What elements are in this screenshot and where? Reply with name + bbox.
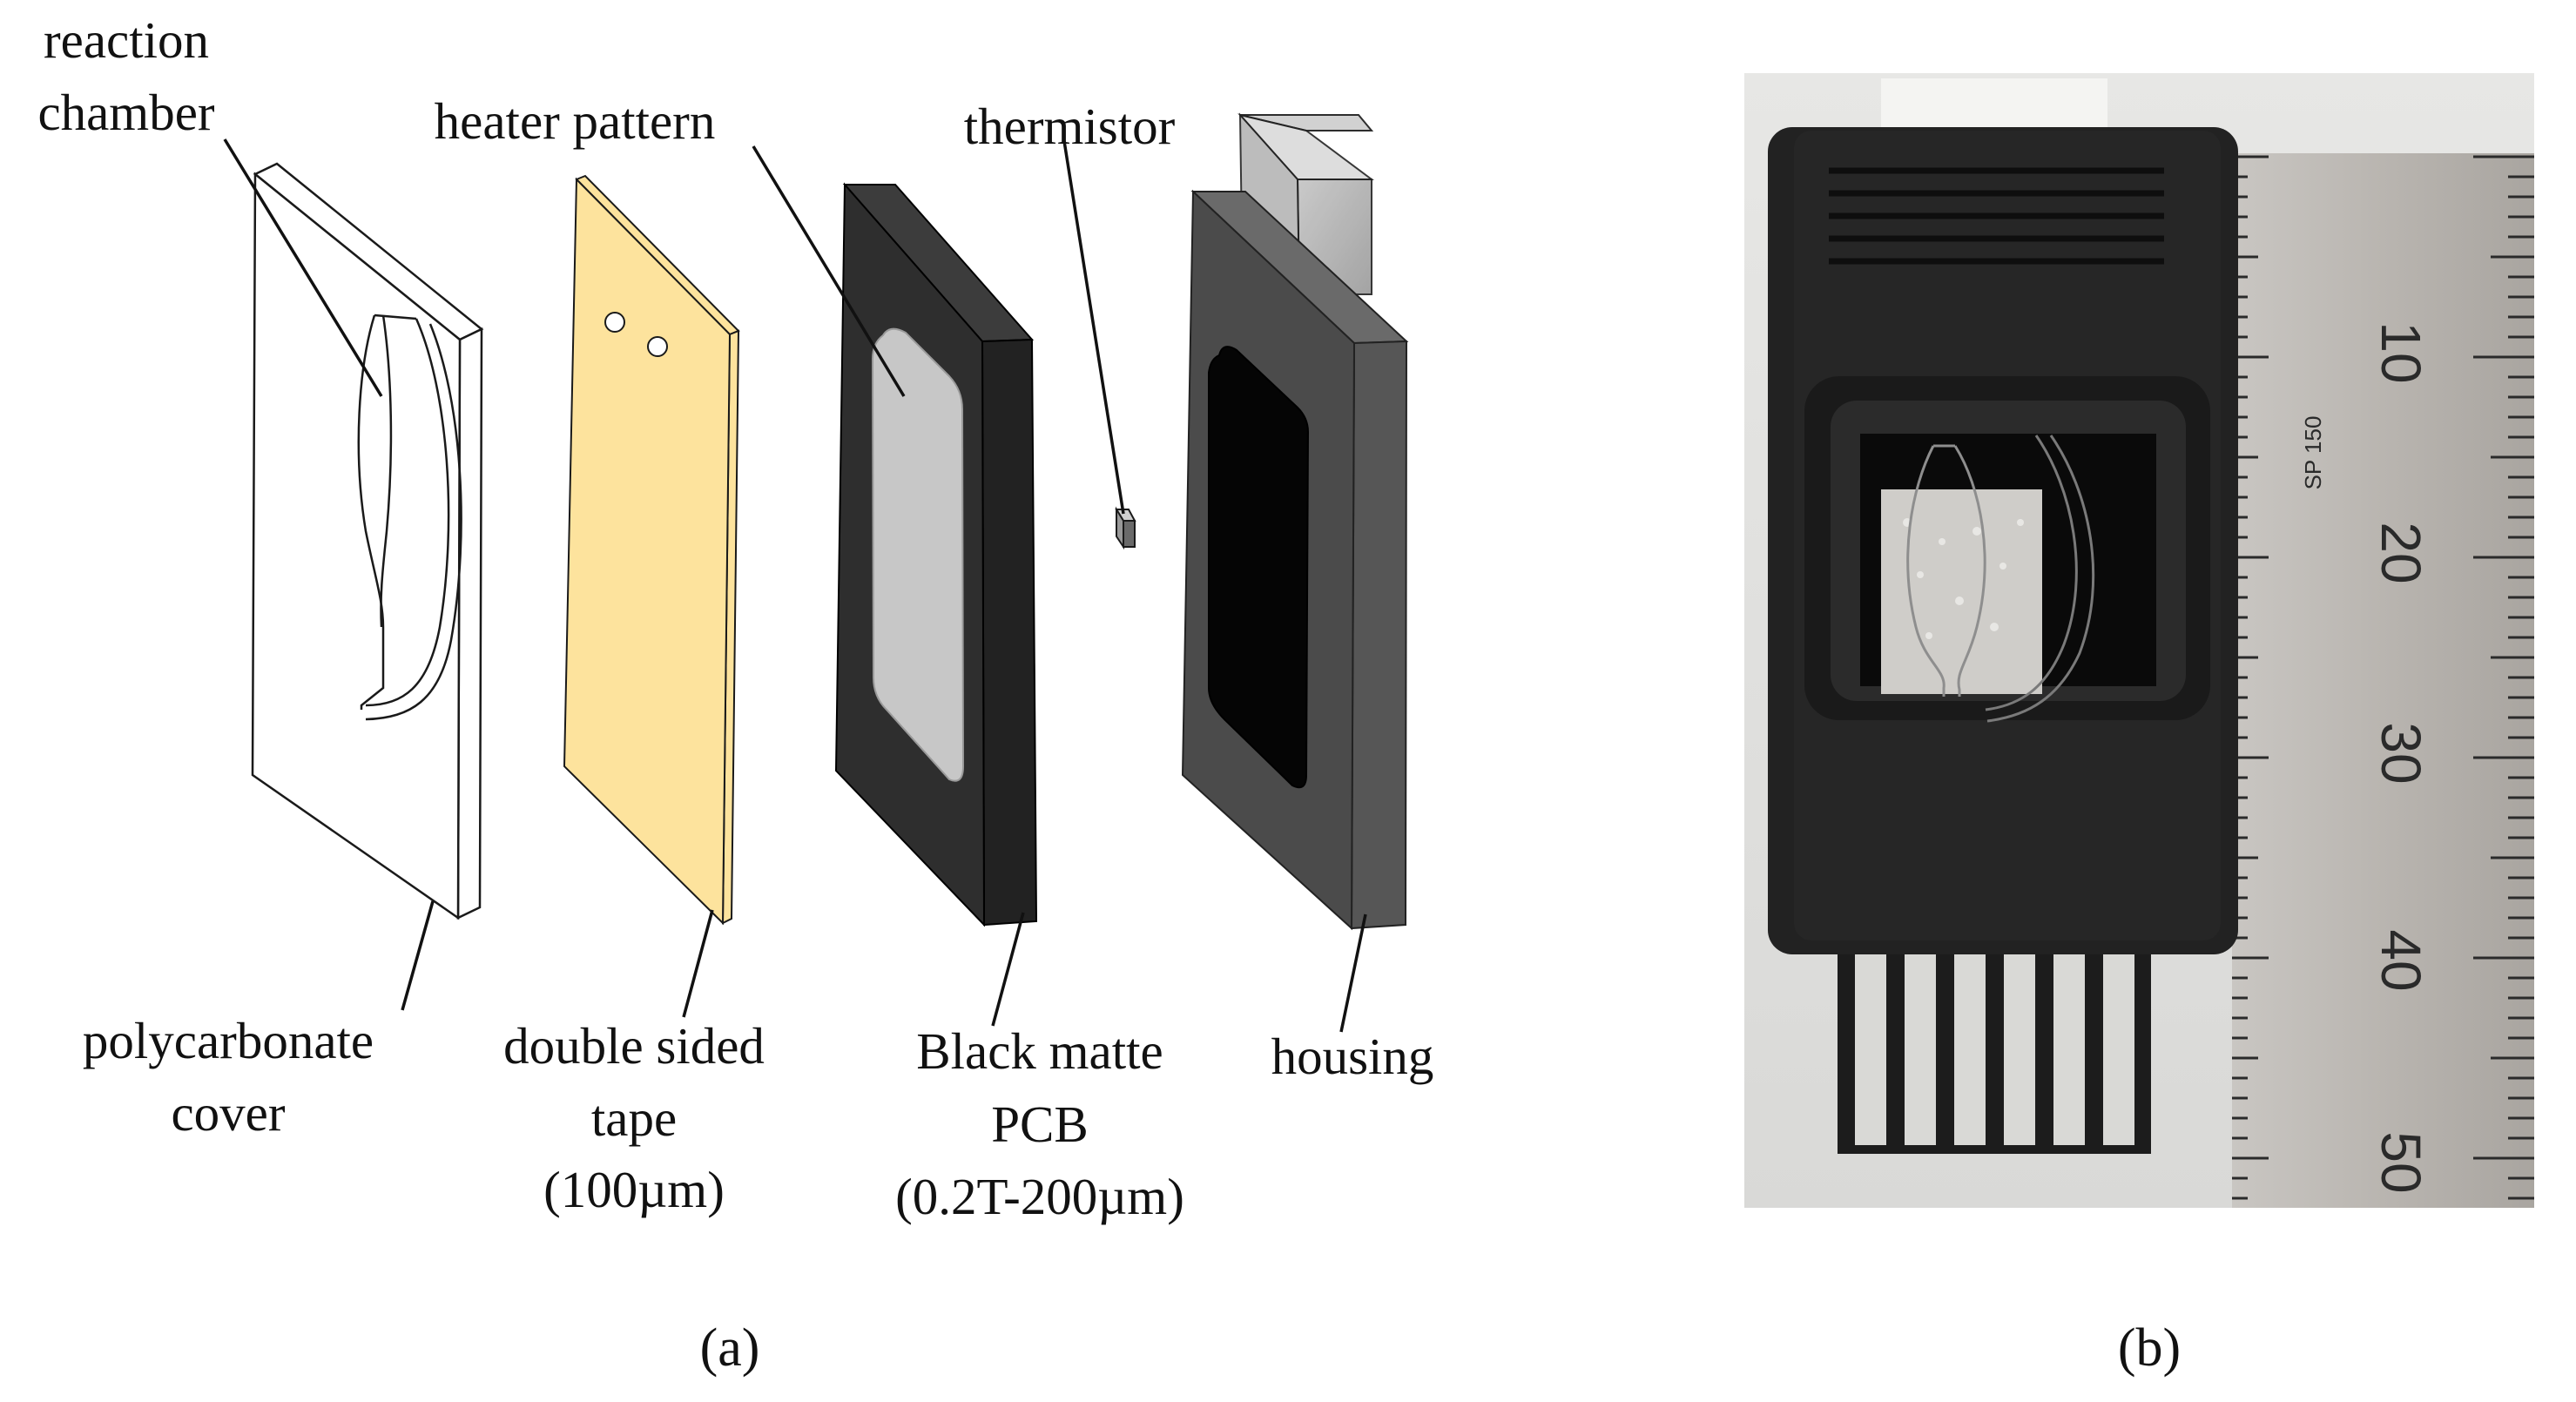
vent-grooves xyxy=(1829,167,2164,265)
caption-b: (b) xyxy=(2118,1318,2181,1378)
label-cover: cover xyxy=(171,1084,285,1142)
tape-hole-1 xyxy=(604,312,625,333)
housing-component xyxy=(1181,112,1409,931)
serpentine-channel xyxy=(365,318,450,707)
serpentine-photo xyxy=(1985,435,2095,723)
label-black-matte: Black matte xyxy=(916,1022,1163,1080)
contact-pad xyxy=(1954,949,1986,1145)
label-double-sided: double sided xyxy=(503,1017,765,1075)
label-tape: tape xyxy=(591,1089,677,1147)
label-tape-thickness: (100µm) xyxy=(543,1161,725,1218)
double-sided-tape xyxy=(563,174,740,926)
label-reaction: reaction xyxy=(44,11,209,69)
polycarbonate-cover xyxy=(251,162,484,920)
cartridge-photo xyxy=(1768,127,2238,1154)
label-pcb-thickness: (0.2T-200µm) xyxy=(895,1168,1184,1225)
contact-pad xyxy=(1905,949,1936,1145)
contact-pad xyxy=(2103,949,2134,1145)
ruler-body xyxy=(2232,153,2534,1208)
label-thermistor: thermistor xyxy=(964,98,1176,155)
contact-pad xyxy=(1855,949,1886,1145)
steel-ruler: 10 SP 150 20 30 40 50 xyxy=(2232,153,2534,1208)
ruler-marking: SP 150 xyxy=(2300,416,2326,490)
contact-pad xyxy=(2053,949,2085,1145)
leader-lines xyxy=(223,138,1367,1033)
leader-housing xyxy=(1339,913,1367,1033)
label-polycarbonate: polycarbonate xyxy=(83,1012,374,1069)
label-pcb: PCB xyxy=(991,1095,1089,1153)
contact-strip xyxy=(1838,940,2151,1154)
panel-b-photo: 10 SP 150 20 30 40 50 xyxy=(1744,73,2534,1378)
ruler-number-20: 20 xyxy=(2370,522,2432,583)
leader-polycarbonate xyxy=(401,900,435,1011)
label-chamber: chamber xyxy=(37,84,214,141)
panel-a-labels: reaction chamber heater pattern thermist… xyxy=(37,11,1433,1225)
ruler-number-50: 50 xyxy=(2370,1131,2432,1193)
heater-pattern xyxy=(871,327,965,782)
label-housing: housing xyxy=(1271,1028,1434,1085)
caption-a: (a) xyxy=(700,1318,760,1378)
thermistor-component xyxy=(1115,506,1136,550)
tape-hole-2 xyxy=(647,336,668,357)
chamber-outline-photo xyxy=(1906,444,1986,697)
contact-pad xyxy=(2004,949,2035,1145)
leader-reaction-chamber xyxy=(223,138,383,397)
housing-side xyxy=(1350,340,1408,930)
housing-window xyxy=(1208,346,1310,789)
ruler-labels: 10 SP 150 20 30 40 50 xyxy=(2300,321,2432,1193)
ruler-number-40: 40 xyxy=(2370,929,2432,991)
leader-tape xyxy=(682,909,714,1018)
leader-thermistor xyxy=(1062,140,1125,515)
leader-pcb xyxy=(991,912,1025,1027)
label-heater-pattern: heater pattern xyxy=(435,92,716,150)
contact-pads xyxy=(1855,949,2134,1145)
ruler-number-10: 10 xyxy=(2370,321,2432,383)
panel-a-exploded-view: reaction chamber heater pattern thermist… xyxy=(37,11,1433,1378)
black-matte-pcb xyxy=(834,182,1038,927)
ruler-number-30: 30 xyxy=(2370,722,2432,784)
leader-heater-pattern xyxy=(752,145,906,397)
